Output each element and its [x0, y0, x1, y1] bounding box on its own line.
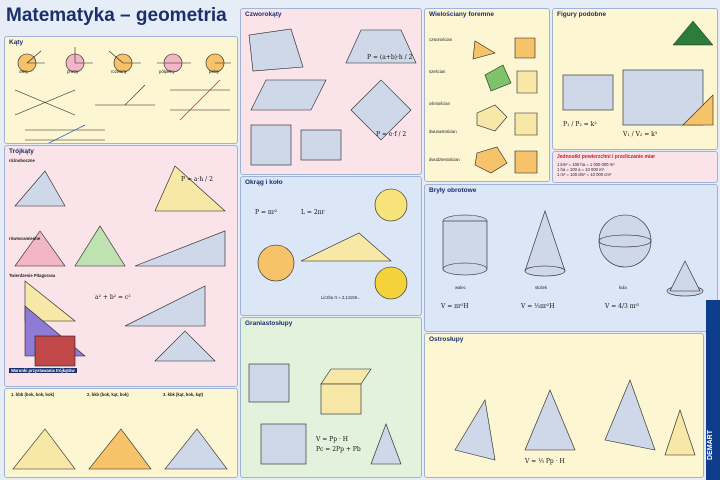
formula: P = πr²: [255, 209, 278, 216]
section-triangles: Trójkąty różnoboczne równoramienne Twier…: [4, 145, 238, 387]
solid-label: stożek: [535, 285, 548, 290]
section-heading: Okrąg i koło: [245, 179, 283, 186]
formula: Pc = 2Pp + Pb: [316, 446, 361, 453]
formula-pythagoras: a² + b² = c²: [95, 294, 131, 301]
section-polyhedra: Wielościany foremne czworościan sześcian…: [424, 8, 550, 182]
section-units: Jednostki powierzchni i przeliczanie mia…: [552, 151, 718, 183]
section-prisms: Graniastosłupy V = Pp · H Pc = 2Pp + Pb: [240, 317, 422, 478]
pi-note: Liczba π ≈ 3,14159...: [321, 295, 361, 300]
page-title: Matematyka – geometria: [6, 5, 227, 26]
polyhedron-label: dwudziestościan: [429, 157, 460, 162]
section-angles: Kąty ostry prosty rozwarty półpełny pełn…: [4, 36, 238, 144]
subheading: różnoboczne: [9, 158, 35, 163]
section-heading: Jednostki powierzchni i przeliczanie mia…: [557, 154, 656, 160]
formula: V = πr²H: [441, 303, 469, 310]
section-congruence: 1. bbb (bok, bok, bok) 2. bkb (bok, kąt,…: [4, 388, 238, 478]
unit-row: 1 ha = 100 a = 10 000 m²: [557, 167, 605, 172]
formula: P = e·f / 2: [376, 131, 407, 138]
unit-row: 1 km² = 100 ha = 1 000 000 m²: [557, 162, 615, 167]
polyhedron-label: dwunastościan: [429, 129, 457, 134]
unit-row: 1 m² = 100 dm² = 10 000 cm²: [557, 172, 612, 177]
subheading: Twierdzenie Pitagorasa: [9, 273, 56, 278]
angle-label: pełny: [209, 69, 220, 74]
subheading: równoramienne: [9, 236, 41, 241]
angle-label: prosty: [67, 69, 79, 74]
section-heading: Figury podobne: [557, 11, 607, 18]
formula: P₁ / P₂ = k²: [563, 121, 597, 128]
congruence-diagrams: [12, 428, 228, 470]
polyhedra-diagrams: [472, 37, 538, 174]
angle-label: rozwarty: [111, 69, 127, 74]
case-label: 3. kbk (kąt, bok, kąt): [163, 392, 204, 397]
formula: V = Pp · H: [316, 436, 349, 443]
subheading: Warunki przystawania trójkątów: [9, 368, 77, 373]
formula: V = ⅓πr²H: [521, 303, 555, 310]
section-heading: Czworokąty: [245, 11, 282, 18]
solid-label: kula: [619, 285, 627, 290]
circle-diagrams: [257, 188, 408, 300]
formula-area: P = a·h / 2: [181, 176, 213, 183]
polyhedron-label: sześcian: [429, 69, 446, 74]
solid-label: walec: [455, 285, 466, 290]
section-heading: Kąty: [9, 39, 24, 46]
brand-bar: DEMART: [706, 300, 720, 480]
section-heading: Graniastosłupy: [245, 320, 293, 327]
formula: L = 2πr: [301, 209, 325, 216]
section-heading: Ostrosłupy: [429, 336, 464, 343]
formula: P = (a+b)·h / 2: [367, 54, 413, 61]
quadrilateral-diagrams: [248, 28, 417, 166]
formula: V = ⅓ Pp · H: [525, 458, 565, 465]
case-label: 2. bkb (bok, kąt, bok): [87, 392, 129, 397]
section-solids-of-revolution: Bryły obrotowe walec stożek kula V = πr²…: [424, 184, 718, 332]
angle-diagrams: [14, 47, 231, 143]
section-similar-figures: Figury podobne P₁ / P₂ = k² V₁ / V₂ = k³: [552, 8, 718, 150]
section-heading: Bryły obrotowe: [429, 187, 477, 194]
angle-label: ostry: [19, 69, 29, 74]
section-pyramids: Ostrosłupy V = ⅓ Pp · H: [424, 333, 704, 478]
similar-figures-diagrams: [562, 20, 714, 126]
section-circle: Okrąg i koło P = πr² L = 2πr Liczba π ≈ …: [240, 176, 422, 316]
revolution-diagrams: [442, 210, 704, 297]
case-label: 1. bbb (bok, bok, bok): [11, 392, 55, 397]
section-quadrilaterals: Czworokąty P = (a+b)·h / 2 P = e·f / 2: [240, 8, 422, 175]
section-heading: Trójkąty: [9, 148, 34, 155]
brand-logo: DEMART: [707, 430, 714, 460]
polyhedron-label: ośmiościan: [429, 101, 450, 106]
section-heading: Wielościany foremne: [429, 11, 494, 18]
formula: V₁ / V₂ = k³: [623, 131, 658, 138]
formula: V = 4/3 πr³: [605, 303, 639, 310]
polyhedron-label: czworościan: [429, 37, 453, 42]
pyramid-diagrams: [454, 379, 696, 461]
angle-label: półpełny: [159, 69, 175, 74]
triangle-diagrams: [14, 165, 226, 367]
prism-diagrams: [248, 363, 402, 465]
